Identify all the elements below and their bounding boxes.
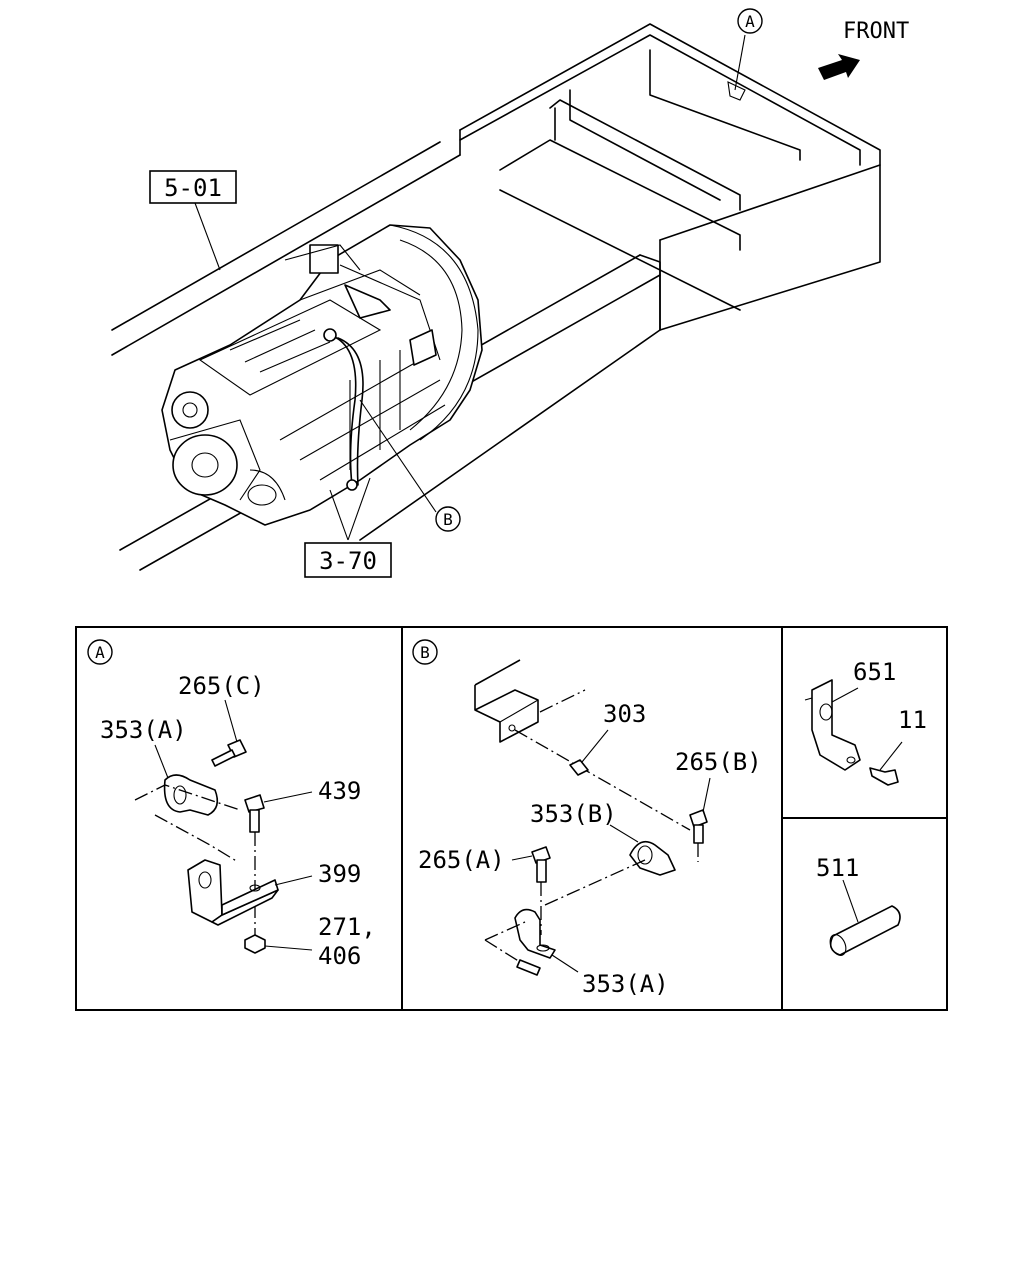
- panel-b: B: [412, 639, 762, 998]
- svg-text:A: A: [95, 643, 105, 662]
- label-406: 406: [318, 942, 361, 970]
- detail-panels-frame: [75, 626, 948, 1011]
- clip-353a-panel-a: [134, 744, 241, 863]
- bracket-399: [187, 859, 313, 926]
- callout-a-main: A: [737, 8, 763, 34]
- label-399: 399: [318, 860, 361, 888]
- ref-box-transmission[interactable]: 3-70: [304, 542, 392, 578]
- nut-271-406: [244, 934, 313, 954]
- svg-text:5-01: 5-01: [164, 174, 222, 202]
- label-271: 271,: [318, 913, 376, 941]
- callout-a-panel: A: [87, 639, 113, 665]
- label-11: 11: [898, 706, 927, 734]
- label-353b: 353(B): [530, 800, 617, 828]
- front-label: FRONT: [843, 19, 909, 44]
- transmission-assembly: [161, 224, 483, 526]
- pin-511: [829, 879, 901, 956]
- frame-section: [474, 659, 691, 831]
- label-265a: 265(A): [418, 846, 505, 874]
- svg-text:B: B: [420, 643, 430, 662]
- panel-c: 651 11: [804, 658, 927, 786]
- ref-box-frame[interactable]: 5-01: [149, 170, 237, 204]
- label-303: 303: [603, 700, 646, 728]
- svg-text:B: B: [443, 510, 453, 529]
- svg-text:A: A: [745, 12, 755, 31]
- panel-a: A: [87, 639, 376, 970]
- callout-b-panel: B: [412, 639, 438, 665]
- main-leaders: [194, 34, 746, 541]
- bolt-265c: [211, 699, 247, 767]
- label-353a-panel-a: 353(A): [100, 716, 187, 744]
- front-arrow-icon: [818, 54, 860, 80]
- callout-b-main: B: [435, 506, 461, 532]
- clip-353a-panel-b: [484, 908, 579, 976]
- clip-353b: [609, 824, 676, 876]
- bolt-11: [869, 741, 903, 786]
- svg-text:3-70: 3-70: [319, 547, 377, 575]
- label-353a-panel-b: 353(A): [582, 970, 669, 998]
- label-439: 439: [318, 777, 361, 805]
- label-265b: 265(B): [675, 748, 762, 776]
- label-265c: 265(C): [178, 672, 265, 700]
- bolt-439: [244, 791, 313, 940]
- panel-d: 511: [816, 854, 901, 956]
- bolt-265a: [511, 846, 646, 935]
- bracket-651: [804, 679, 861, 771]
- pin-303: [569, 729, 609, 776]
- bolt-265b: [689, 777, 711, 862]
- label-651: 651: [853, 658, 896, 686]
- label-511: 511: [816, 854, 859, 882]
